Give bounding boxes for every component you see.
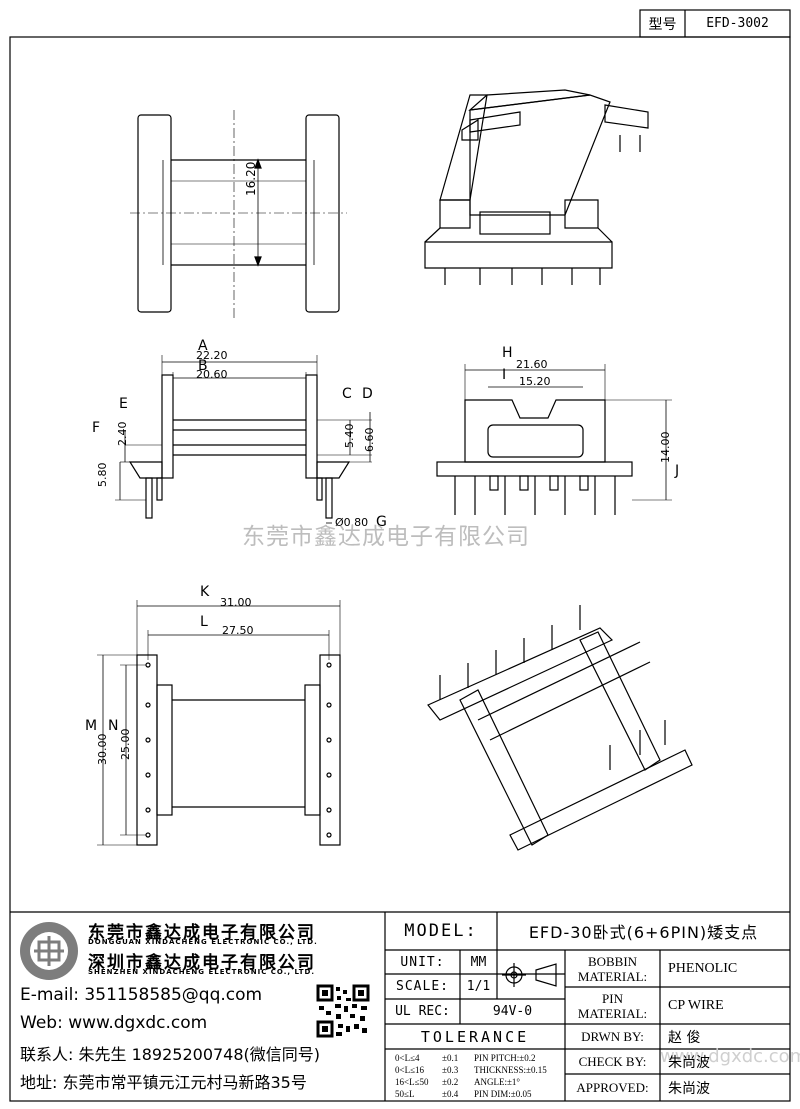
dim-A-value: 22.20	[196, 349, 228, 362]
dim-K-value: 31.00	[220, 596, 252, 609]
dim-E-letter: E	[119, 396, 128, 412]
check-value: 朱尚波	[668, 1054, 710, 1071]
dim-B-value: 20.60	[196, 368, 228, 381]
bobbin-material-label: BOBBIN MATERIAL:	[565, 951, 660, 987]
dim-top-height: 16.20	[244, 161, 258, 196]
company-name-dg-en: DONGGUAN XINDACHENG ELECTRONIC CO., LTD.	[88, 938, 318, 946]
dim-L-letter: L	[200, 614, 208, 630]
dim-D-letter: D	[362, 386, 373, 402]
bobbin-label: BOBBIN	[587, 954, 638, 969]
dim-J-letter: J	[675, 463, 680, 479]
drwn-value: 赵 俊	[668, 1029, 701, 1046]
dim-G-value: Ø0.80	[335, 516, 369, 529]
company-web: Web: www.dgxdc.com	[20, 1013, 208, 1033]
company-name-sz: 深圳市鑫达成电子有限公司	[88, 953, 316, 973]
scale-value: 1/1	[466, 979, 491, 994]
tol-row-1-note: PIN PITCH:±0.2	[474, 1053, 536, 1063]
side-view	[436, 364, 672, 515]
tol-row-2-value: ±0.3	[442, 1065, 459, 1075]
unit-value: MM	[470, 954, 487, 970]
tol-row-2-note: THICKNESS:±0.15	[474, 1065, 547, 1075]
header-part-number: EFD-3002	[706, 16, 769, 31]
top-view	[130, 110, 347, 318]
dim-M-value: 30.00	[96, 733, 109, 766]
dim-B-letter: B	[198, 358, 208, 374]
model-label: MODEL:	[404, 921, 478, 941]
ulrec-label: UL REC:	[395, 1004, 450, 1019]
dim-L-value: 27.50	[222, 624, 254, 637]
ulrec-value: 94V-0	[492, 1004, 533, 1019]
pin-material-label: PIN MATERIAL:	[565, 988, 660, 1024]
dim-K-letter: K	[200, 584, 210, 600]
dim-N-letter: N	[108, 718, 119, 734]
dim-G-letter: G	[376, 514, 387, 530]
tol-row-3-range: 16<L≤50	[395, 1077, 429, 1087]
dim-M-letter: M	[85, 718, 98, 734]
dim-F-letter: F	[92, 420, 101, 436]
dim-J-value: 14.00	[659, 431, 672, 464]
dim-H-value: 21.60	[516, 358, 548, 371]
dim-H-letter: H	[502, 345, 513, 361]
unit-label: UNIT:	[400, 954, 445, 970]
dim-I-value: 15.20	[519, 375, 551, 388]
tol-row-4-value: ±0.4	[442, 1089, 459, 1099]
dim-C-value: 5.40	[343, 423, 356, 449]
pin-value: CP WIRE	[668, 997, 724, 1013]
tolerance-label: TOLERANCE	[420, 1027, 530, 1046]
iso-view-bottom	[427, 605, 693, 851]
bobbin-value: PHENOLIC	[668, 960, 738, 976]
bottom-view	[97, 600, 341, 846]
company-contact: 联系人: 朱先生 18925200748(微信同号)	[20, 1045, 321, 1064]
model-value: EFD-30卧式(6+6PIN)矮支点	[528, 923, 759, 942]
tol-row-1-value: ±0.1	[442, 1053, 459, 1063]
company-name-sz-en: SHENZHEN XINDACHENG ELECTRONIC CO., LTD.	[88, 968, 316, 976]
qr-code-icon	[316, 984, 370, 1038]
company-address: 地址: 东莞市常平镇元江元村马新路35号	[20, 1073, 307, 1092]
company-logo	[18, 920, 80, 982]
tol-row-1-range: 0<L≤4	[395, 1053, 420, 1063]
check-label: CHECK BY:	[578, 1053, 647, 1069]
tol-row-4-note: PIN DIM:±0.05	[474, 1089, 532, 1099]
dim-C-letter: C	[342, 386, 352, 402]
front-view	[115, 355, 372, 524]
logo-icon	[20, 922, 78, 980]
tol-row-4-range: 50≤L	[395, 1089, 415, 1099]
header-box	[639, 9, 791, 38]
dim-E-value: 2.40	[116, 421, 129, 447]
dim-A-letter: A	[198, 338, 208, 354]
tol-row-2-range: 0<L≤16	[395, 1065, 425, 1075]
approved-label: APPROVED:	[576, 1079, 649, 1095]
watermark-company: 东莞市鑫达成电子有限公司	[242, 524, 530, 550]
company-email: E-mail: 351158585@qq.com	[20, 985, 263, 1005]
dim-D-value: 6.60	[363, 427, 376, 453]
dim-F-value: 5.80	[96, 462, 109, 488]
pin-label: PIN	[602, 991, 623, 1006]
company-name-dg: 东莞市鑫达成电子有限公司	[88, 923, 316, 943]
bobbin-material-word: MATERIAL:	[577, 969, 648, 984]
drwn-label: DRWN BY:	[581, 1028, 644, 1044]
qr-code	[316, 984, 370, 1038]
tol-row-3-note: ANGLE:±1°	[474, 1077, 521, 1087]
approved-value: 朱尚波	[668, 1080, 710, 1097]
tol-row-3-value: ±0.2	[442, 1077, 459, 1087]
watermark-corner: www.dgxdc.com	[660, 1046, 800, 1067]
pin-material-word: MATERIAL:	[577, 1006, 648, 1021]
scale-label: SCALE:	[396, 979, 449, 994]
header-type-label: 型号	[648, 16, 677, 33]
iso-view-top	[424, 89, 649, 285]
dim-I-letter: I	[502, 367, 507, 383]
dim-N-value: 25.00	[119, 728, 132, 761]
sheet-border	[9, 36, 791, 1102]
